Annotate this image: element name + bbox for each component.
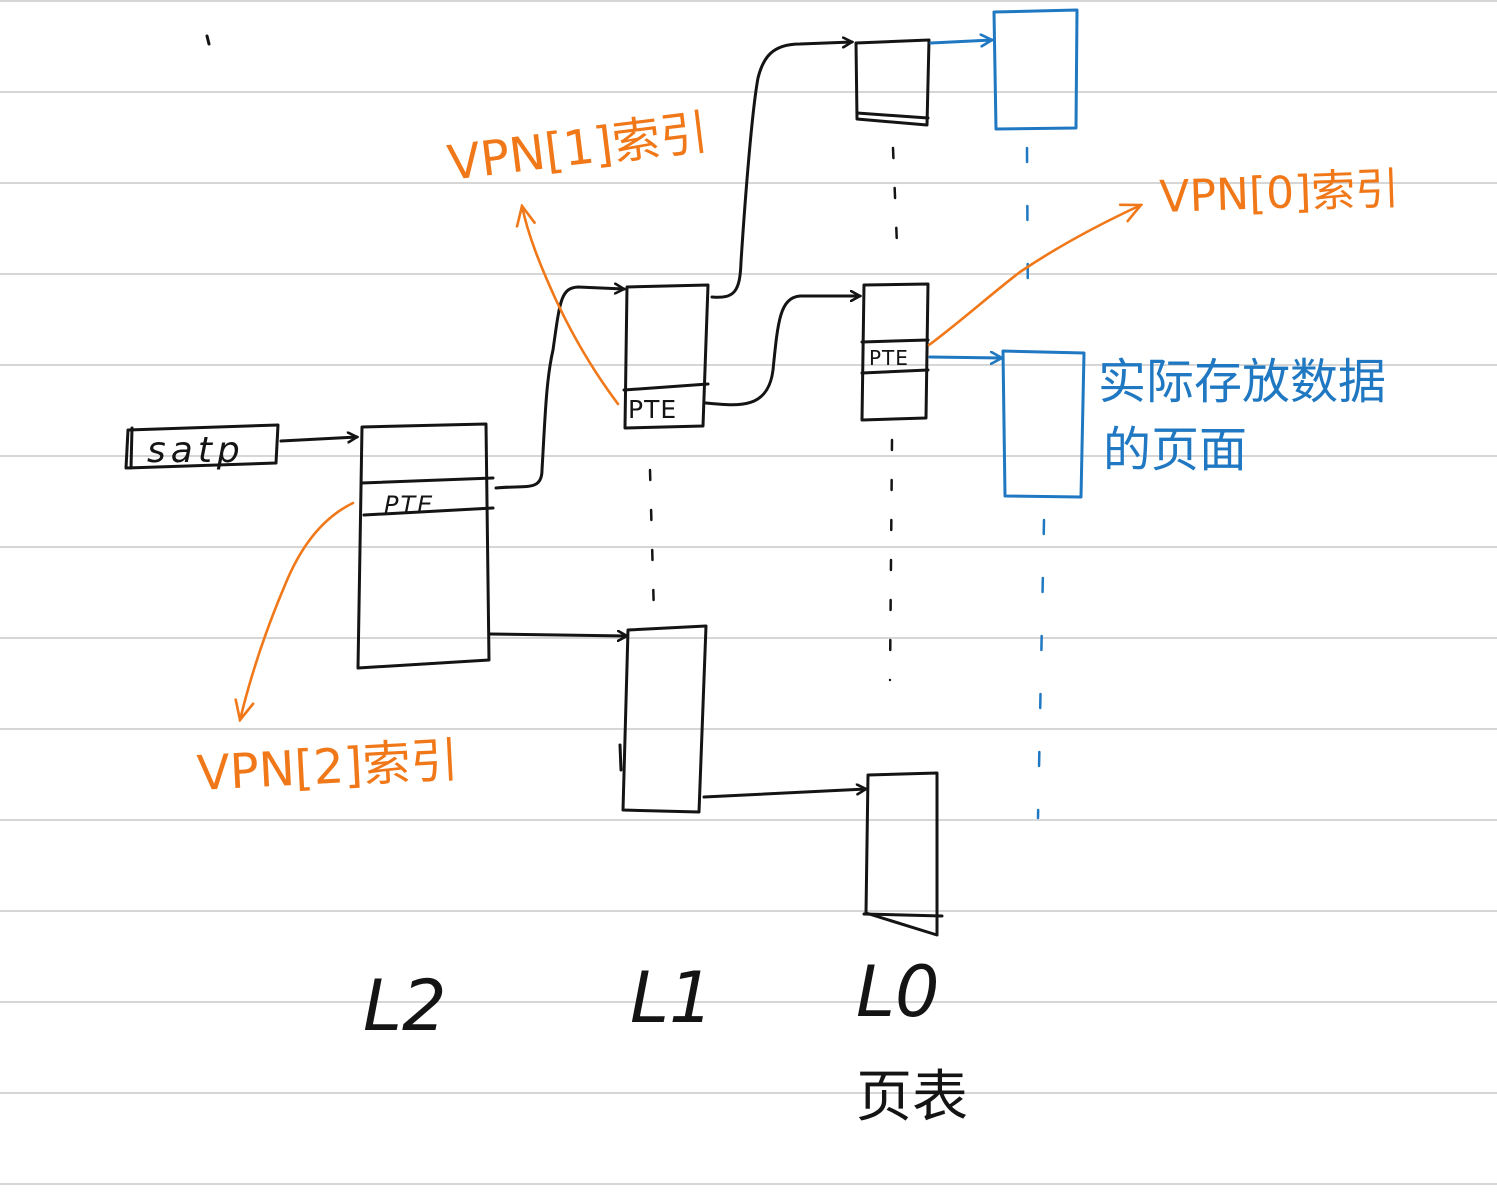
l1-page-table-upper: [622, 283, 710, 430]
vpn2-index-label: VPN[2]索引: [196, 732, 460, 802]
annotation-arrows: [240, 205, 1141, 720]
pte-to-data-page-arrow: [928, 357, 1002, 358]
page-table-label: 页表: [856, 1065, 968, 1130]
data-page-middle: [1001, 349, 1086, 499]
level-l1-label: L1: [630, 957, 714, 1039]
data-page-top: [992, 8, 1079, 131]
l1-pte-label: PTE: [628, 395, 677, 424]
level-l2-label: L2: [363, 965, 447, 1047]
l0-page-table-middle: [860, 282, 930, 422]
l0-page-table-top: [854, 38, 931, 127]
table-connectors: [488, 42, 866, 799]
vpn0-index-label: VPN[0]索引: [1159, 164, 1401, 223]
level-l0-label: L0: [856, 951, 940, 1033]
data-page-label-line1: 实际存放数据: [1098, 354, 1386, 410]
l2-page-table: [356, 422, 495, 670]
satp-label: satp: [147, 430, 245, 471]
data-page-label-line2: 的页面: [1103, 422, 1247, 478]
continuation-dots: [648, 146, 1046, 820]
l0-to-page-arrow: [929, 40, 992, 43]
vpn1-index-label: VPN[1]索引: [445, 104, 712, 191]
satp-to-l2-arrow: [279, 437, 357, 441]
l0-pte-label: PTE: [869, 346, 909, 370]
l2-pte-label: PTE: [384, 491, 434, 519]
stray-mark: [205, 34, 211, 46]
satp-register: [124, 423, 280, 470]
l0-page-table-bottom: [862, 771, 944, 937]
l1-page-table-lower: [618, 624, 708, 814]
